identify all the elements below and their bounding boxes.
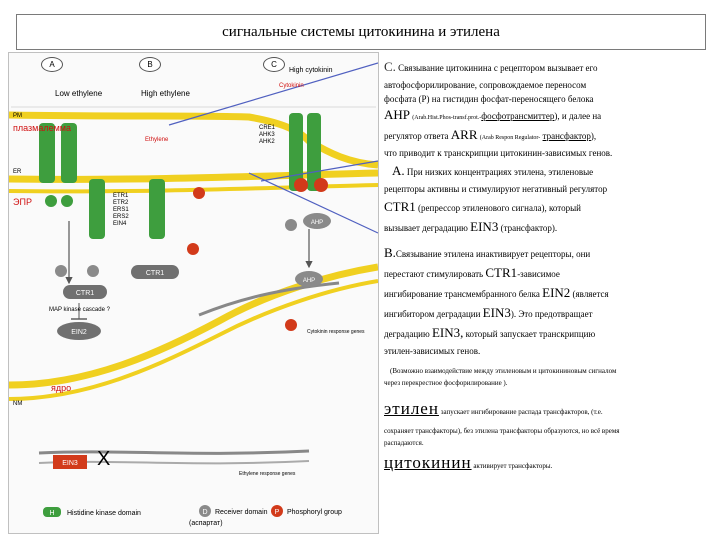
cytokinin-summary-line: цитокинин активирует трансфакторы. <box>384 456 552 473</box>
paragraph-b-line5: деградацию EIN3, который запускает транс… <box>384 326 595 341</box>
paragraph-b-line1: B.Связывание этилена инактивирует рецепт… <box>384 246 590 261</box>
legend-histidine-label: Histidine kinase domain <box>67 510 141 517</box>
ein3-label: EIN3 <box>62 460 78 467</box>
ethylene-genes-label: Ethylene response genes <box>239 471 295 477</box>
paragraph-c-line5: регулятор ответа ARR (Arab Respon Regula… <box>384 128 596 145</box>
legend-receiver-sub: (аспартат) <box>189 520 223 527</box>
ein2-label: EIN2 <box>71 329 87 336</box>
ctr1-label-a: CTR1 <box>76 290 94 297</box>
legend-phospho-label: Phosphoryl group <box>287 509 342 516</box>
ahp-label-2: AHP <box>303 278 315 284</box>
paragraph-b-line6: этилен-зависимых генов. <box>384 344 480 358</box>
cytokinin-receptor-list: CRE1 AHK3 AHK2 <box>259 125 275 146</box>
plasmalemma-label: плазмалемма <box>13 123 71 133</box>
ctr1-label-b: CTR1 <box>146 270 164 277</box>
annotation-arrow-c <box>169 63 378 125</box>
receiver-domain <box>285 219 297 231</box>
legend-d: D <box>202 509 207 516</box>
paragraph-b-line3: ингибирование трансмембранного белка EIN… <box>384 286 609 301</box>
paragraph-c-line3: фосфата (P) на гистидин фосфат-переносящ… <box>384 92 594 106</box>
legend-p: P <box>275 509 280 516</box>
high-cytokinin-label: High cytokinin <box>289 67 333 74</box>
receiver-domain <box>55 265 67 277</box>
er-label: ER <box>13 169 21 175</box>
panel-c-badge: C <box>263 57 285 72</box>
ethylene-receptor-b2 <box>149 179 165 239</box>
paragraph-c-line4: AHP (Arab.Hist.Phos-transf.prot.-фосфотр… <box>384 108 601 125</box>
panel-b-badge: B <box>139 57 161 72</box>
receiver-domain <box>87 265 99 277</box>
paragraph-a-line2: рецепторы активны и стимулируют негативн… <box>384 182 607 196</box>
receptor-name: AHK3 <box>259 132 275 139</box>
receptor-name: CRE1 <box>259 125 275 132</box>
receptor-name: ERS2 <box>113 214 129 221</box>
map-kinase-label: MAP kinase cascade ? <box>49 307 110 313</box>
receptor-name: ERS1 <box>113 207 129 214</box>
phosphoryl-group <box>285 319 297 331</box>
paragraph-c-line2: автофосфорилирование, сопровождаемое пер… <box>384 78 586 92</box>
pm-label: PM <box>13 113 22 119</box>
panel-a-badge: A <box>41 57 63 72</box>
receptor-name: AHK2 <box>259 139 275 146</box>
note-line2: через перекрестное фосфорилирование ). <box>384 376 508 390</box>
signaling-diagram: CTR1 EIN2 CTR1 AHP AHP EIN3 X <box>8 52 379 534</box>
ahp-label: AHP <box>311 220 323 226</box>
cytokinin-genes-label: Cytokinin response genes <box>307 329 365 335</box>
high-ethylene-label: High ethylene <box>141 89 190 98</box>
cytokinin-label: Cytokinin <box>279 83 304 89</box>
paragraph-c-line1: C. Связывание цитокинина с рецептором вы… <box>384 60 598 75</box>
phosphoryl-group <box>187 243 199 255</box>
paragraph-a-line4: вызывает деградацию EIN3 (трансфактор). <box>384 220 557 235</box>
phosphoryl-group <box>294 178 308 192</box>
paragraph-c-line6: что приводит к транскрипции цитокинин-за… <box>384 146 612 160</box>
page-title: сигнальные системы цитокинина и этилена <box>16 14 706 50</box>
letter-c: C. <box>384 59 396 74</box>
low-ethylene-label: Low ethylene <box>55 89 102 98</box>
paragraph-a-line1: A. При низких концентрациях этилена, эти… <box>392 164 593 179</box>
legend-h: H <box>49 510 54 517</box>
nucleus-label: ядро <box>51 383 71 393</box>
nm-label: NM <box>13 401 22 407</box>
ethylene-summary-line3: распадаются. <box>384 436 424 450</box>
paragraph-b-line2: перестают стимулировать CTR1-зависимое <box>384 266 560 281</box>
receptor-name: EIN4 <box>113 221 129 228</box>
explanation-text: C. Связывание цитокинина с рецептором вы… <box>380 52 715 532</box>
blocked-mark: X <box>97 448 110 470</box>
receptor-name: ETR1 <box>113 193 129 200</box>
histidine-domain <box>45 195 57 207</box>
epr-label: ЭПР <box>13 197 32 207</box>
ethylene-receptor-b1 <box>89 179 105 239</box>
receptor-name: ETR2 <box>113 200 129 207</box>
ethylene-receptor-list: ETR1 ETR2 ERS1 ERS2 EIN4 <box>113 193 129 228</box>
legend-receiver-label: Receiver domain <box>215 509 268 516</box>
ethylene-label: Ethylene <box>145 137 168 143</box>
histidine-domain <box>61 195 73 207</box>
paragraph-b-line4: ингибитором деградации EIN3). Это предот… <box>384 306 593 321</box>
dna-strand <box>39 451 309 453</box>
paragraph-a-line3: CTR1 (репрессор этиленового сигнала), ко… <box>384 200 581 215</box>
phosphoryl-group <box>314 178 328 192</box>
ethylene-summary-line1: этилен запускает ингибирование распада т… <box>384 402 603 419</box>
phosphoryl-group <box>193 187 205 199</box>
